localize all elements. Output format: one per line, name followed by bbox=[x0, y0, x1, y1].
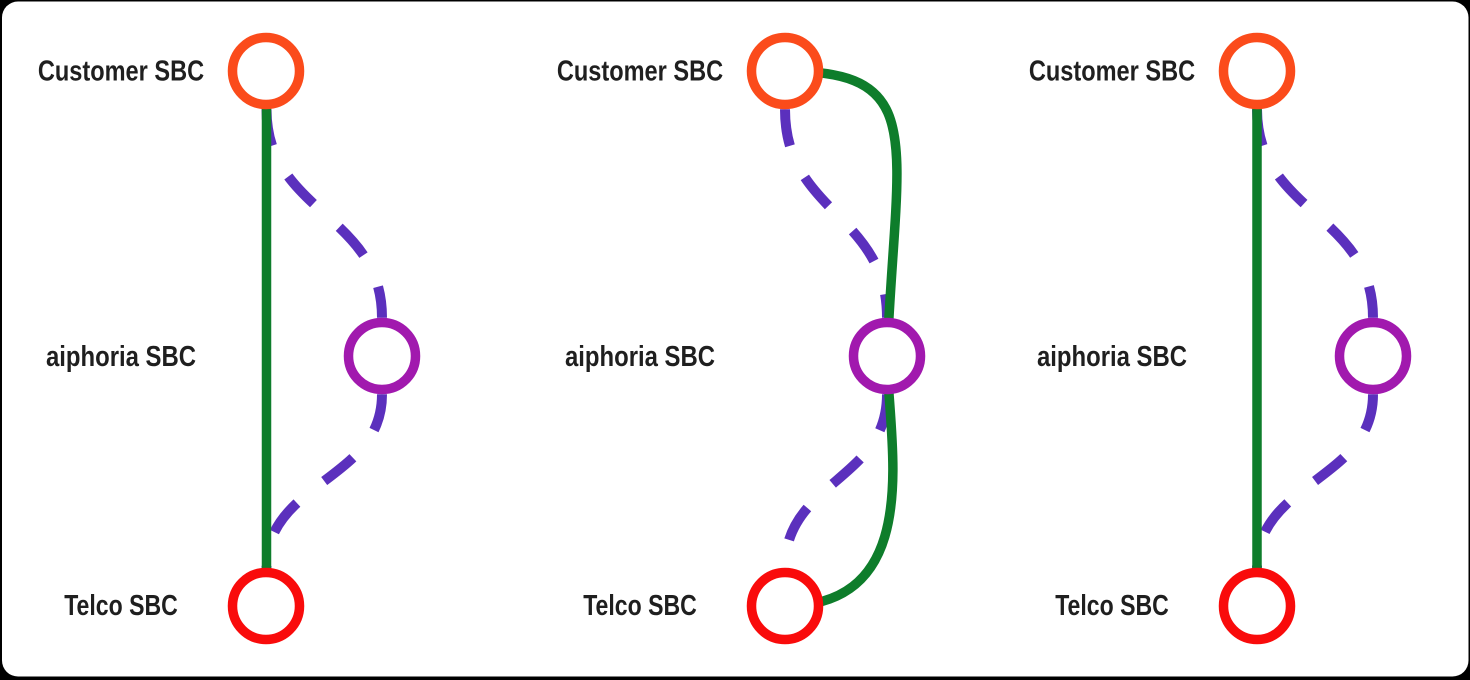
svg-text:aiphoria SBC: aiphoria SBC bbox=[46, 341, 196, 373]
svg-text:Telco SBC: Telco SBC bbox=[583, 590, 697, 622]
svg-text:Telco SBC: Telco SBC bbox=[64, 590, 178, 622]
svg-text:aiphoria SBC: aiphoria SBC bbox=[1037, 341, 1187, 373]
svg-text:Customer SBC: Customer SBC bbox=[1029, 56, 1195, 88]
svg-text:aiphoria SBC: aiphoria SBC bbox=[565, 341, 715, 373]
svg-text:Customer SBC: Customer SBC bbox=[557, 56, 723, 88]
svg-text:Telco SBC: Telco SBC bbox=[1055, 590, 1169, 622]
svg-text:Customer SBC: Customer SBC bbox=[38, 56, 204, 88]
